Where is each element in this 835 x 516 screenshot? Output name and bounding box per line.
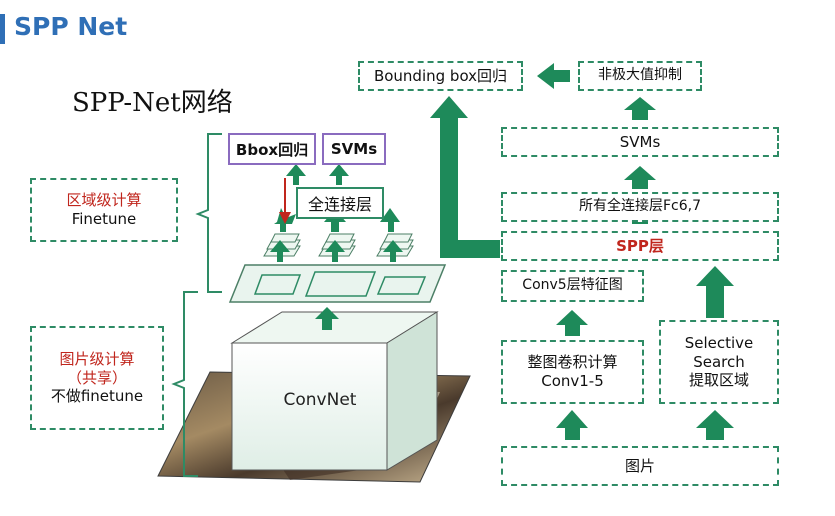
- brace-region-level: [195, 133, 222, 293]
- search-label: Search: [693, 352, 745, 371]
- region-level-box: 区域级计算 Finetune: [30, 178, 178, 242]
- spp-layer-box: SPP层: [501, 231, 779, 261]
- selective-label: Selective: [684, 333, 754, 352]
- conv5-feature-box: Conv5层特征图: [501, 270, 644, 302]
- roi-window: [253, 274, 302, 295]
- arrow-up-icon: [696, 266, 734, 318]
- roi-window: [376, 276, 427, 295]
- svms-box-right: SVMs: [501, 127, 779, 157]
- fc67-box: 所有全连接层Fc6,7: [501, 192, 779, 222]
- arrow-up-icon: [696, 410, 734, 440]
- fc-layer-box: 全连接层: [296, 187, 384, 219]
- spp-layer-label: SPP层: [616, 236, 664, 255]
- finetune-label: Finetune: [71, 210, 137, 228]
- full-conv-box: 整图卷积计算 Conv1-5: [501, 340, 644, 404]
- no-finetune-label: 不做finetune: [50, 387, 144, 406]
- arrow-up-icon: [286, 164, 306, 185]
- arrow-up-icon: [315, 307, 339, 330]
- input-image-box: 图片: [501, 446, 779, 486]
- arrow-up-icon: [556, 410, 588, 440]
- arrow-up-icon: [624, 97, 656, 120]
- extract-region-label: 提取区域: [688, 371, 749, 390]
- arrow-up-icon: [624, 166, 656, 189]
- full-conv-label: 整图卷积计算: [527, 353, 618, 372]
- selective-search-box: Selective Search 提取区域: [659, 320, 779, 404]
- bounding-box-regression-box: Bounding box回归: [358, 61, 523, 91]
- bbox-regression-box: Bbox回归: [228, 133, 316, 165]
- arrow-up-icon: [325, 240, 345, 262]
- big-l-arrow-icon: [430, 96, 500, 258]
- convnet-cube-front: [231, 342, 388, 471]
- arrow-left-icon: [537, 63, 570, 89]
- diagram-subtitle: SPP-Net网络: [72, 88, 233, 118]
- image-level-box: 图片级计算 （共享） 不做finetune: [30, 326, 164, 430]
- arrow-up-icon: [383, 240, 403, 262]
- nms-box: 非极大值抑制: [578, 61, 702, 91]
- red-arrow-down-icon: [279, 212, 291, 224]
- region-level-label: 区域级计算: [66, 191, 142, 210]
- shared-label: （共享）: [66, 368, 127, 387]
- arrow-up-icon: [324, 209, 346, 232]
- convnet-label: ConvNet: [283, 390, 357, 410]
- arrow-up-icon: [270, 240, 290, 262]
- brace-image-level: [171, 291, 198, 477]
- header-accent-bar: [0, 14, 5, 44]
- roi-window: [304, 271, 377, 297]
- arrow-up-icon: [380, 208, 400, 232]
- page-title: SPP Net: [14, 12, 128, 41]
- image-level-label: 图片级计算: [59, 349, 135, 368]
- conv15-label: Conv1-5: [541, 372, 604, 390]
- svms-box-left: SVMs: [322, 133, 386, 165]
- arrow-up-icon: [556, 310, 588, 336]
- arrow-up-icon: [329, 164, 349, 185]
